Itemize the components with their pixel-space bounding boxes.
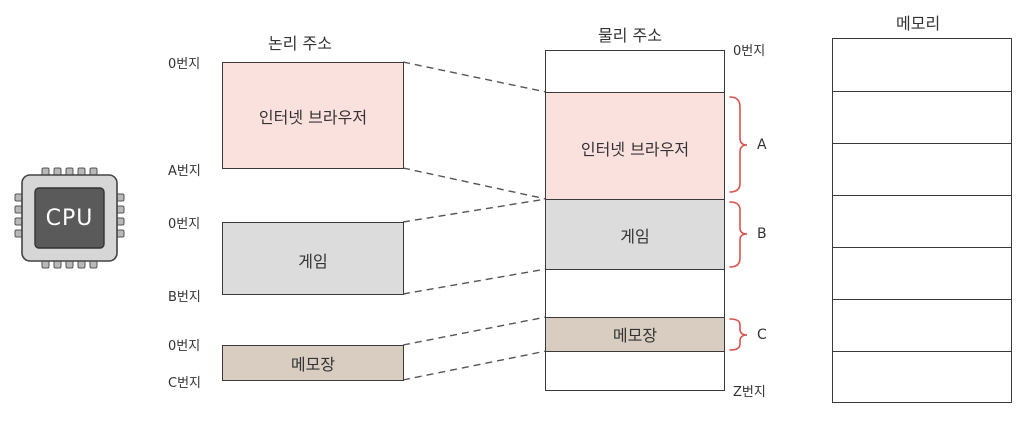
physical-block-browser-label: 인터넷 브라우저 [580, 140, 690, 159]
map-line-game-top [402, 198, 547, 223]
logical-notepad-start: 0번지 [168, 339, 201, 354]
memory-divider [833, 299, 1011, 300]
memory-divider [833, 195, 1011, 196]
logical-block-browser [222, 62, 404, 169]
memory-divider [833, 247, 1011, 248]
physical-block-browser [545, 92, 725, 200]
memory-divider [833, 351, 1011, 352]
physical-block-notepad-label: 메모장 [612, 326, 658, 345]
logical-address-title: 논리 주소 [268, 34, 332, 53]
logical-block-notepad [222, 345, 404, 381]
memory-divider [833, 143, 1011, 144]
physical-block-notepad [545, 317, 725, 352]
logical-block-browser-label: 인터넷 브라우저 [258, 108, 368, 127]
map-line-notepad-bottom [402, 350, 547, 381]
memory-title: 메모리 [896, 14, 941, 33]
logical-game-end: B번지 [168, 290, 201, 305]
logical-notepad-end: C번지 [168, 376, 201, 391]
map-line-browser-bottom [402, 167, 547, 200]
brace-a [729, 96, 748, 193]
map-line-game-bottom [402, 268, 547, 295]
brace-label-a: A [757, 137, 767, 153]
cpu-label: CPU [45, 205, 94, 231]
memory-frame [832, 38, 1012, 403]
brace-b [729, 201, 748, 268]
logical-browser-start: 0번지 [168, 57, 201, 72]
cpu-chip-icon [14, 167, 125, 269]
map-line-notepad-top [402, 316, 547, 346]
physical-end-address: Z번지 [733, 385, 766, 400]
brace-label-b: B [757, 226, 767, 242]
map-line-browser-top [402, 61, 547, 93]
physical-block-game-label: 게임 [620, 227, 650, 246]
physical-address-title: 물리 주소 [598, 26, 662, 45]
physical-block-game [545, 199, 725, 270]
brace-label-c: C [757, 327, 767, 343]
memory-divider [833, 91, 1011, 92]
physical-start-address: 0번지 [733, 44, 766, 59]
logical-game-start: 0번지 [168, 217, 201, 232]
logical-browser-end: A번지 [168, 164, 201, 179]
logical-block-game-label: 게임 [298, 252, 328, 271]
logical-block-game [222, 222, 404, 295]
brace-c [729, 318, 748, 351]
logical-block-notepad-label: 메모장 [290, 355, 336, 374]
